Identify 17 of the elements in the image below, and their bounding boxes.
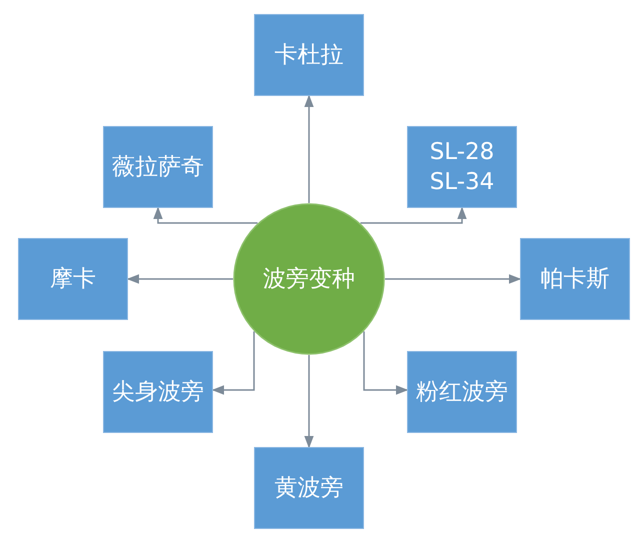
arrow (154, 208, 258, 224)
arrow (360, 208, 466, 224)
category-box: 卡杜拉 (254, 14, 364, 96)
category-box: 薇拉萨奇 (103, 126, 213, 208)
arrow (128, 274, 233, 284)
center-circle: 波旁变种 (233, 203, 385, 355)
category-box: 黄波旁 (254, 447, 364, 529)
category-box: 帕卡斯 (520, 238, 630, 320)
category-box: 尖身波旁 (103, 351, 213, 433)
arrow (212, 331, 255, 394)
category-box: 粉红波旁 (407, 351, 517, 433)
arrow (304, 96, 314, 203)
category-box: 摩卡 (18, 238, 128, 320)
arrow (304, 355, 314, 448)
category-box: SL-28 SL-34 (407, 126, 517, 208)
arrow (385, 274, 520, 284)
arrow (363, 331, 408, 394)
